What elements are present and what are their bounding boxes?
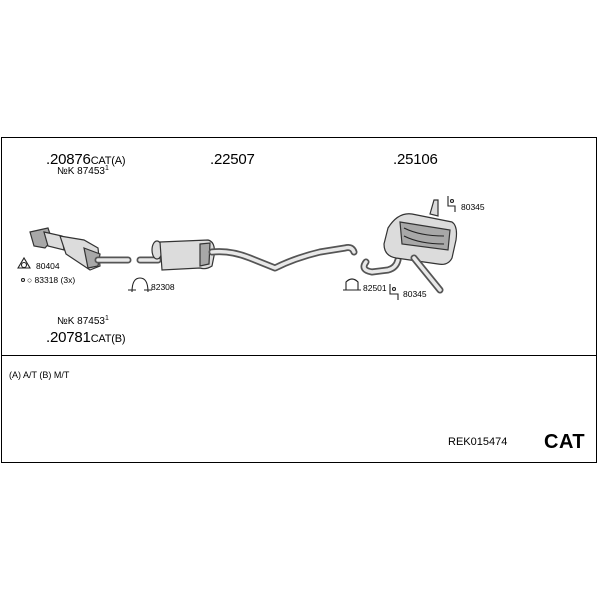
- hanger-80345-top-icon: [447, 196, 456, 212]
- kit-number: K 87453: [67, 166, 105, 177]
- clamp-82501-icon: [343, 278, 361, 291]
- kit-superscript: 1: [105, 165, 109, 172]
- kit-number: K 87453: [67, 316, 105, 327]
- front-catalytic-converter: [29, 227, 132, 271]
- part-number: .20781: [46, 329, 91, 346]
- mounting-kit-label-top: №K 874531: [57, 165, 109, 177]
- fitting-label-83318: ○ 83318 (3x): [27, 276, 75, 285]
- fitting-label-80404: 80404: [36, 261, 60, 271]
- part-number: .22507: [210, 151, 255, 168]
- brand-label: CAT: [544, 431, 586, 453]
- part-label-front-cat-b: .20781CAT(B): [46, 329, 126, 346]
- fitting-label-80345-top: 80345: [461, 202, 485, 212]
- middle-pipe-silencer: [136, 239, 358, 272]
- bolt-icon: ○: [27, 275, 33, 285]
- legend-divider: [1, 355, 597, 356]
- reference-number: REK015474: [448, 436, 508, 448]
- legend-text: (A) A/T (B) M/T: [9, 370, 70, 380]
- bolt-83318-icon: [20, 277, 26, 283]
- kit-prefix: №: [57, 166, 68, 177]
- fitting-label-80345-bottom: 80345: [403, 289, 427, 299]
- part-suffix: CAT(B): [90, 333, 126, 345]
- part-number: .25106: [393, 151, 438, 168]
- clamp-82308-icon: [128, 277, 152, 293]
- part-label-rear-silencer: .25106: [393, 152, 438, 167]
- part-label-middle-pipe: .22507: [210, 152, 255, 167]
- fitting-label-82501: 82501: [363, 283, 387, 293]
- hanger-80345-bottom-icon: [389, 284, 399, 300]
- rear-silencer: [360, 199, 458, 294]
- fitting-label-82308: 82308: [151, 282, 175, 292]
- mounting-kit-label-bottom: №K 874531: [57, 315, 109, 327]
- part-suffix: CAT(A): [90, 155, 126, 167]
- fitting-number: 83318 (3x): [34, 275, 76, 285]
- diagram-frame: [1, 137, 597, 463]
- kit-prefix: №: [57, 316, 68, 327]
- gasket-80404-icon: [17, 256, 31, 269]
- part-label-front-cat-a: .20876CAT(A): [46, 151, 126, 168]
- kit-superscript: 1: [105, 315, 109, 322]
- part-number: .20876: [46, 151, 91, 168]
